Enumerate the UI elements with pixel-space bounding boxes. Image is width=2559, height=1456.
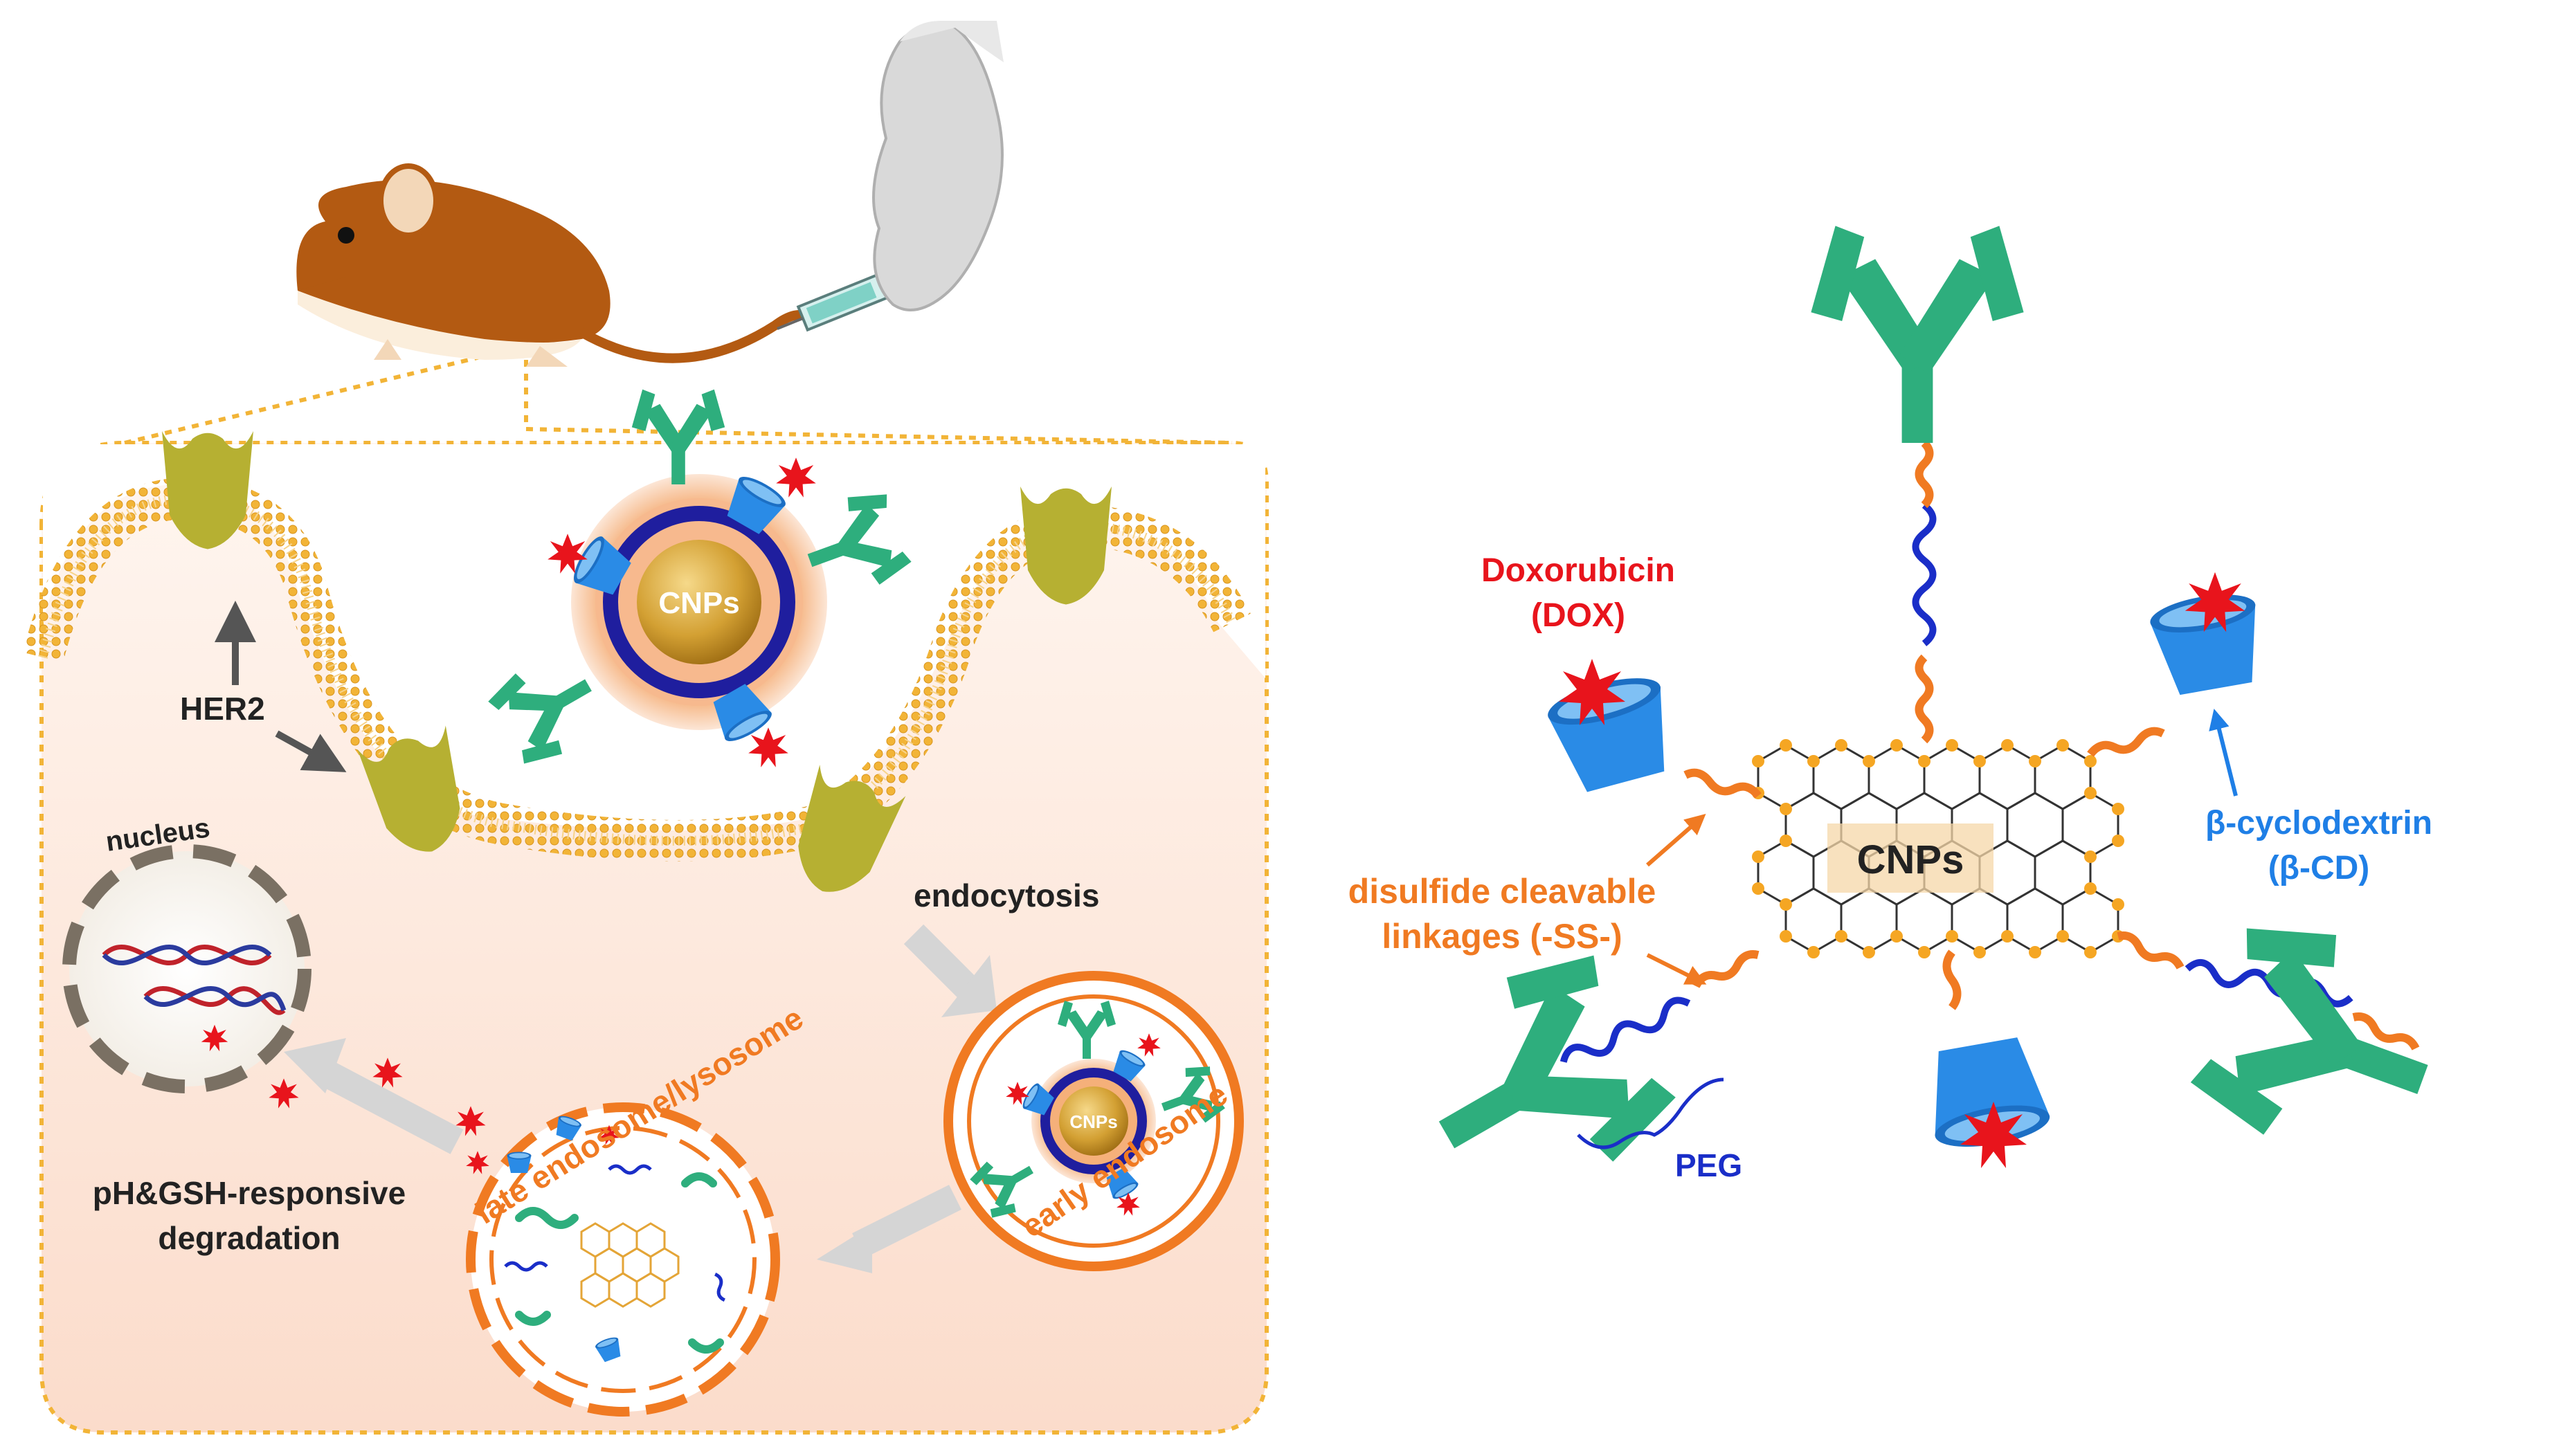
graphene-fragment: [580, 1222, 680, 1308]
graphene-atoms: [1752, 739, 2124, 958]
linker-right-upper: [2087, 727, 2165, 757]
cyclodextrin-icon: [1543, 668, 1682, 797]
degradation-label-line2: degradation: [158, 1220, 340, 1256]
cnps-core-highlight: [1827, 823, 1993, 893]
antibody-icon: [1393, 934, 1688, 1228]
degradation-label-line1: pH&GSH-responsive: [93, 1175, 406, 1211]
peg-brace: [1577, 1077, 1724, 1149]
endocytosis-label: endocytosis: [914, 877, 1099, 913]
dox-label-line2: (DOX): [1531, 597, 1625, 634]
linker-label-line2: linkages (-SS-): [1382, 917, 1622, 956]
linker-left-lower: [1692, 950, 1760, 988]
antibody-icon: [2182, 905, 2459, 1180]
zoom-line-right: [524, 346, 1233, 445]
gloved-hand-icon: [872, 21, 1004, 311]
cnps-core-label: CNPs: [1857, 837, 1964, 882]
peg-left-lower: [1559, 997, 1691, 1063]
right-panel: CNPs PEG Doxorubicin (DOX): [1348, 226, 2459, 1228]
linker-right-lower: [2117, 931, 2185, 970]
peg-label: PEG: [1675, 1147, 1742, 1183]
her2-label: HER2: [180, 691, 265, 727]
bcd-label-line2: (β-CD): [2268, 850, 2370, 886]
early-endosome: CNPs early endosome: [943, 971, 1244, 1271]
dna-icon: [102, 944, 287, 1015]
cnps-label-small: CNPs: [1069, 1111, 1117, 1132]
peg-top: [1912, 502, 1937, 646]
functionalized-cnp-large: CNPs: [482, 389, 915, 773]
linker-left-upper: [1683, 768, 1762, 799]
zoom-line-left: [124, 344, 527, 445]
nucleus: [62, 844, 311, 1093]
bcd-label-line1: β-cyclodextrin: [2205, 805, 2432, 841]
linker-bottom: [1942, 949, 1962, 1010]
antibody-icon: [1811, 226, 2024, 443]
late-endosome-lysosome: [466, 1102, 780, 1417]
linker-label-line1: disulfide cleavable: [1348, 872, 1656, 911]
cnps-label-large: CNPs: [658, 586, 739, 620]
linker-top: [1915, 654, 1934, 744]
left-panel: HER2 CNPs endocytosis: [22, 21, 1269, 1435]
dox-label-line1: Doxorubicin: [1481, 552, 1675, 589]
mouse-icon: [296, 163, 821, 367]
